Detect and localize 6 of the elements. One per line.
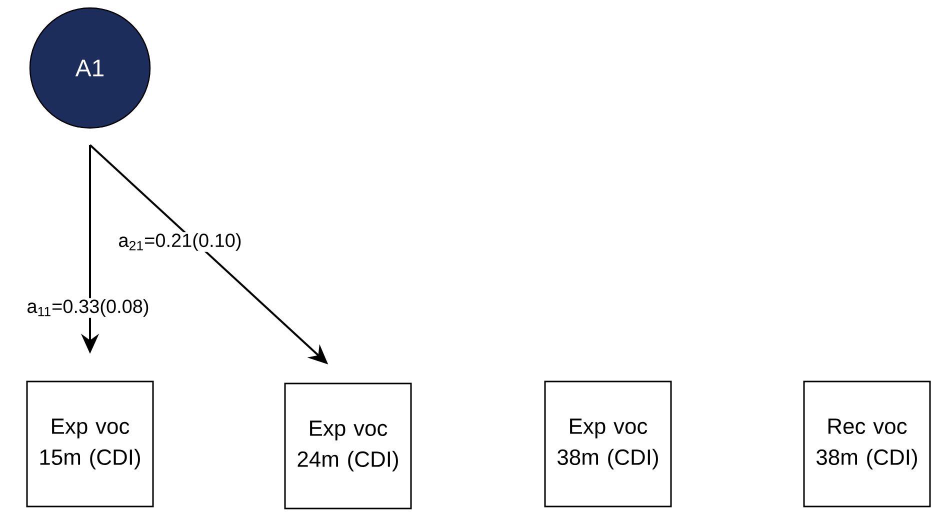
edge-label: a$_{11}$=0.33(0.08) [26, 298, 150, 318]
measure-box: Rec voc 38m (CDI) [803, 380, 931, 508]
edge-label: a$_{21}$=0.21(0.10) [117, 232, 243, 252]
measure-box: Exp voc 38m (CDI) [544, 380, 672, 508]
measure-box: Exp voc 24m (CDI) [284, 382, 412, 510]
measure-box: Exp voc 15m (CDI) [26, 380, 154, 508]
